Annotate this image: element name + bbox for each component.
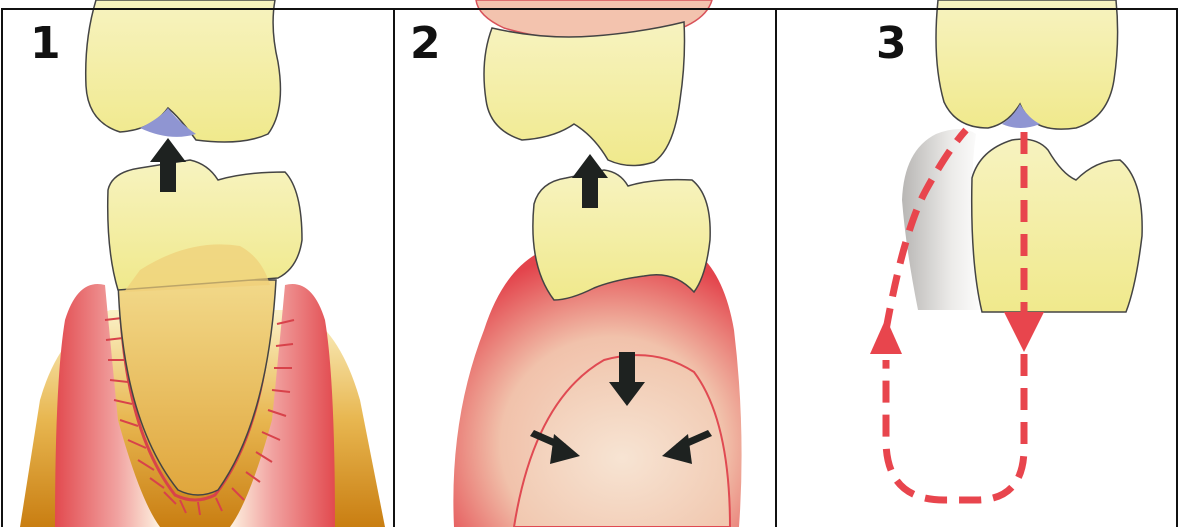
upper-tooth — [936, 0, 1118, 129]
upper-tooth — [86, 0, 281, 142]
upper-tooth — [484, 22, 685, 166]
panel-divider-1 — [393, 10, 395, 527]
panel-3: 3 — [776, 0, 1179, 527]
panel-number-2: 2 — [410, 22, 441, 66]
force-arrowhead-down — [1004, 312, 1044, 352]
force-arrowhead-up — [870, 318, 902, 354]
panel-number-1: 1 — [30, 22, 61, 66]
lower-tooth-crown — [533, 170, 710, 300]
frame-top-border — [1, 8, 1178, 10]
frame-left-border — [1, 10, 3, 527]
panel-1-illustration — [0, 0, 394, 527]
lower-tooth-crown — [972, 139, 1142, 312]
panel-1: 1 — [0, 0, 394, 527]
panel-2: 2 — [394, 0, 776, 527]
panel-divider-2 — [775, 10, 777, 527]
frame-right-border — [1176, 10, 1178, 527]
panel-3-illustration — [776, 0, 1179, 527]
panel-number-3: 3 — [876, 22, 907, 66]
panel-2-illustration — [394, 0, 776, 527]
